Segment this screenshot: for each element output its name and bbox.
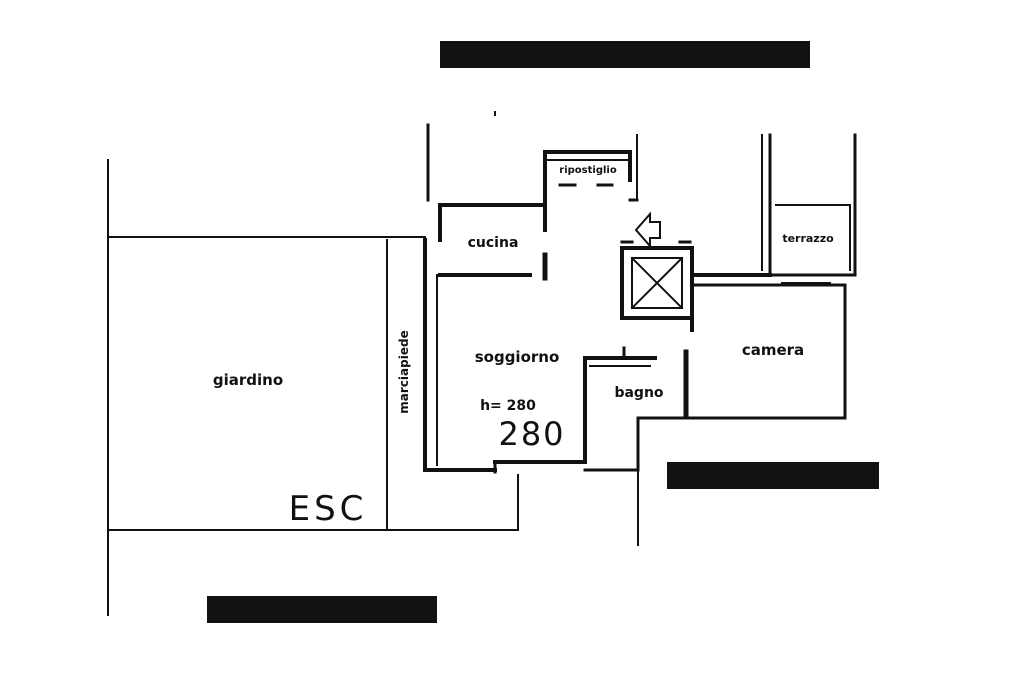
room-label-cucina: cucina xyxy=(468,235,519,251)
room-label-soggiorno: soggiorno xyxy=(475,348,560,366)
redaction-bar-right xyxy=(667,462,879,489)
handwritten-height: 280 xyxy=(498,415,565,453)
room-label-ripostiglio: ripostiglio xyxy=(559,165,617,176)
room-label-terrazzo: terrazzo xyxy=(782,232,834,245)
garden-outline xyxy=(107,159,519,616)
redaction-bar-bottom xyxy=(207,596,437,623)
room-label-bagno: bagno xyxy=(614,385,663,401)
height-label: h= 280 xyxy=(480,398,536,414)
room-label-giardino: giardino xyxy=(213,371,283,389)
handwritten-esc: ESC xyxy=(289,489,368,529)
room-label-camera: camera xyxy=(742,341,804,359)
room-label-marciapiede: marciapiede xyxy=(397,330,411,413)
entrance-arrow-icon xyxy=(634,211,661,249)
redaction-bar-top xyxy=(440,41,810,68)
apartment-walls xyxy=(423,111,857,546)
